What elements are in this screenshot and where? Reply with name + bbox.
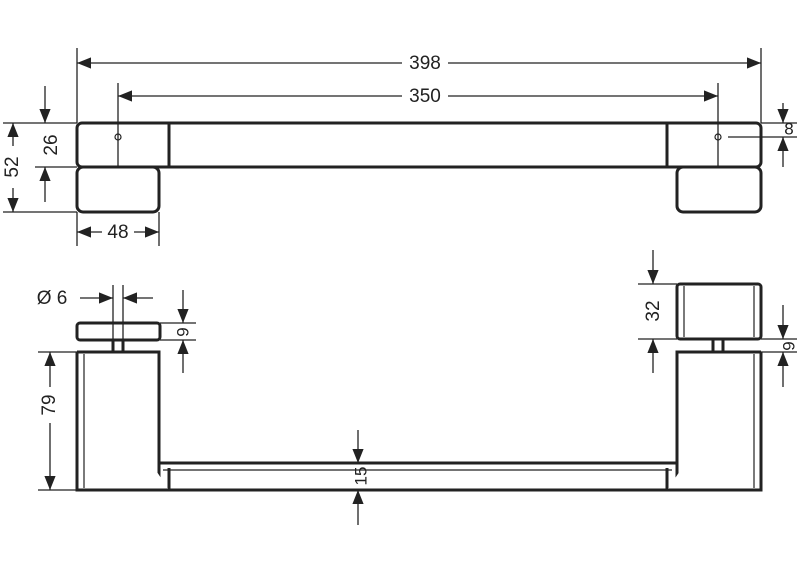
left-mount-plate — [75, 165, 161, 214]
dim-9-left: 9 — [160, 290, 196, 373]
left-post — [75, 350, 169, 492]
dim-label: 9 — [779, 341, 798, 350]
dim-label: 26 — [41, 134, 62, 155]
dim-label: 79 — [39, 394, 60, 415]
dim-label: 9 — [173, 327, 192, 336]
dim-48: 48 — [76, 212, 160, 246]
dim-32: 32 — [638, 250, 677, 373]
front-view — [75, 282, 763, 492]
dim-label: 8 — [784, 119, 793, 138]
left-cap — [75, 321, 162, 342]
right-post — [667, 350, 763, 492]
dim-label: 350 — [409, 86, 441, 107]
dim-label: Ø 6 — [37, 288, 68, 309]
right-mount-plate — [675, 165, 763, 214]
bar-top-outline — [75, 121, 763, 169]
dim-350: 350 — [117, 83, 719, 167]
dim-label: 32 — [643, 300, 664, 321]
dim-15: 15 — [351, 430, 370, 525]
left-stem — [111, 338, 125, 354]
top-view — [75, 121, 763, 214]
dim-398: 398 — [76, 48, 762, 123]
dim-label: 48 — [107, 222, 128, 243]
dim-label: 52 — [2, 156, 23, 177]
dim-diameter-6: Ø 6 — [37, 285, 153, 352]
right-cap — [675, 282, 763, 341]
dim-label: 398 — [409, 53, 441, 74]
dim-52: 52 — [2, 122, 77, 213]
dim-9-right: 9 — [761, 305, 798, 387]
bar-front — [157, 461, 679, 492]
dim-label: 15 — [351, 467, 370, 486]
dim-26: 26 — [35, 86, 77, 202]
dim-79: 79 — [38, 351, 77, 491]
dim-8: 8 — [728, 103, 797, 167]
right-stem — [711, 337, 725, 354]
